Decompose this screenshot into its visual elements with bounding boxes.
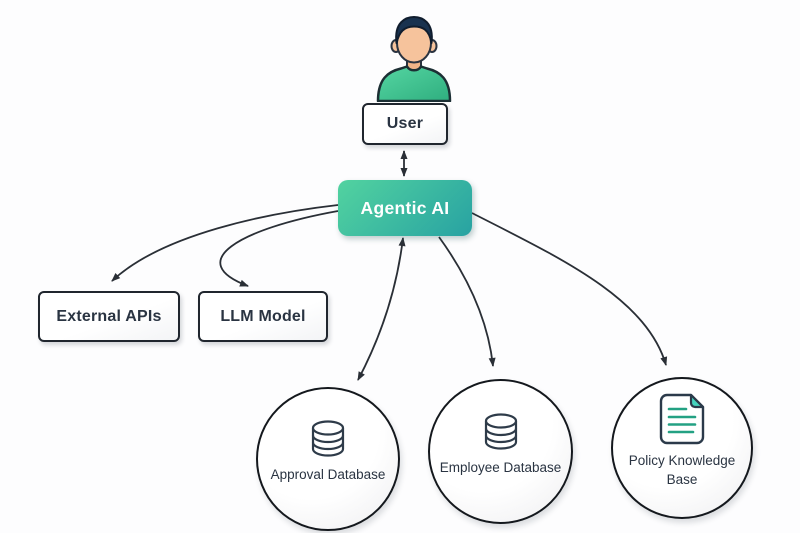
node-external-apis-label: External APIs — [56, 307, 162, 325]
edge-agentic-ai-external-apis — [111, 204, 339, 282]
node-user-label: User — [386, 115, 424, 132]
node-approval-database-label: Approval Database — [270, 467, 386, 483]
database-icon — [484, 413, 517, 450]
node-policy-knowledge-base-label: Policy Knowledge Base — [628, 453, 736, 487]
node-external-apis: External APIs — [38, 291, 180, 342]
edge-agentic-ai-approval-database — [357, 237, 406, 381]
node-agentic-ai-label: Agentic AI — [360, 197, 450, 218]
user-avatar-icon — [376, 16, 452, 102]
database-icon — [311, 420, 345, 457]
node-agentic-ai: Agentic AI — [338, 180, 472, 236]
node-employee-database-label: Employee Database — [439, 459, 562, 475]
node-user: User — [362, 103, 448, 145]
node-policy-knowledge-base: Policy Knowledge Base — [611, 377, 753, 519]
edge-agentic-ai-llm-model — [219, 210, 339, 287]
node-approval-database: Approval Database — [256, 387, 400, 531]
document-icon — [659, 394, 705, 445]
node-llm-model-label: LLM Model — [220, 307, 306, 325]
edge-agentic-ai-employee-database — [438, 236, 496, 367]
node-llm-model: LLM Model — [198, 291, 328, 342]
node-employee-database: Employee Database — [428, 379, 573, 524]
edge-agentic-ai-policy-knowledge-base — [471, 212, 668, 366]
